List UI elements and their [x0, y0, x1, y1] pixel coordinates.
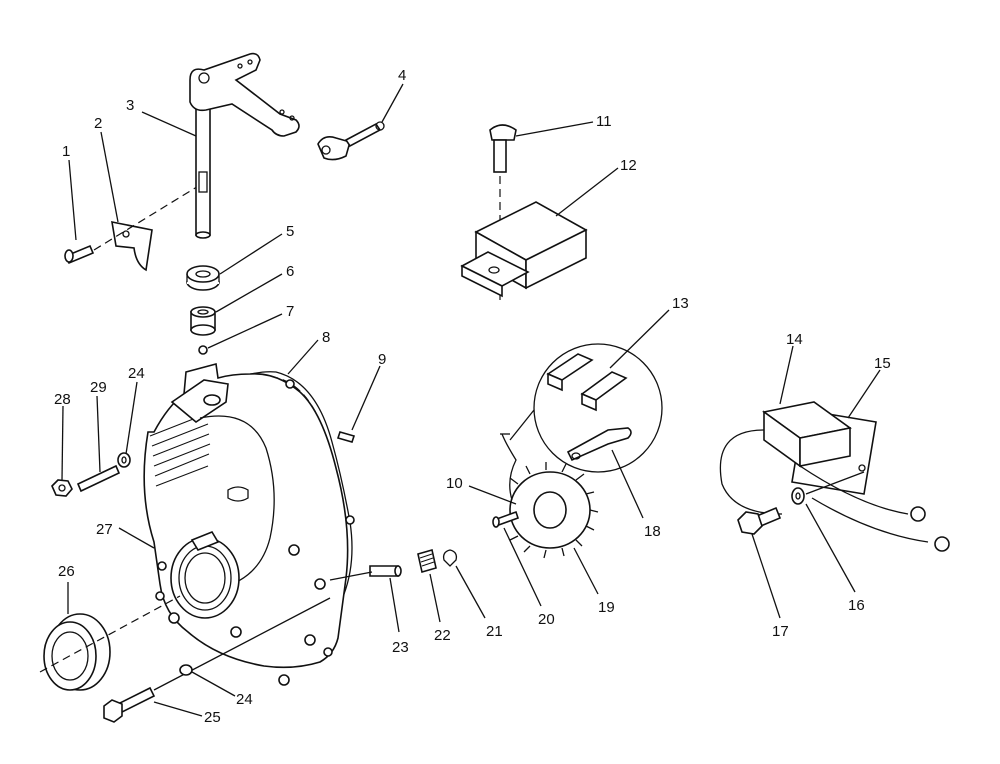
part-3-shaft-arm: [189, 52, 300, 239]
callout-labels: 1 2 3 4 5 6 7 8 9 10 11 12 13 14 15 16 1…: [54, 67, 891, 726]
part-20-screw: [492, 510, 520, 528]
callout-13: 13: [672, 295, 689, 312]
callout-12: 12: [620, 157, 637, 174]
callout-3: 3: [126, 97, 134, 114]
part-27-cover-housing: [143, 362, 355, 686]
callout-27: 27: [96, 521, 113, 538]
callout-25: 25: [204, 709, 221, 726]
callout-28: 28: [54, 391, 71, 408]
callout-2: 2: [94, 115, 102, 132]
part-11-bolt: [489, 124, 517, 300]
callout-1: 1: [62, 143, 70, 160]
part-4-link: [317, 121, 385, 161]
part-28-nut: [51, 479, 73, 497]
callout-20: 20: [538, 611, 555, 628]
detail-circle: [509, 343, 663, 473]
callout-15: 15: [874, 355, 891, 372]
part-26-seal: [39, 595, 181, 691]
callout-18: 18: [644, 523, 661, 540]
callout-19: 19: [598, 599, 615, 616]
callout-21: 21: [486, 623, 503, 640]
part-9-pin: [336, 431, 356, 443]
callout-10: 10: [446, 475, 463, 492]
part-21-clip: [442, 549, 458, 567]
callout-26: 26: [58, 563, 75, 580]
callout-8: 8: [322, 329, 330, 346]
part-29-stud: [76, 464, 121, 493]
part-1-screw: [64, 244, 95, 265]
callout-23: 23: [392, 639, 409, 656]
callout-22: 22: [434, 627, 451, 644]
callout-11: 11: [596, 113, 612, 130]
callout-17: 17: [772, 623, 789, 640]
part-19-stator: [500, 433, 599, 559]
part-24-washer-upper: [117, 452, 131, 468]
leader-lines: [61, 83, 881, 717]
part-23-dowel: [329, 565, 402, 581]
callout-7: 7: [286, 303, 294, 320]
part-2-bracket: [93, 184, 201, 272]
part-22-spring: [417, 548, 437, 574]
callout-5: 5: [286, 223, 294, 240]
callout-24-upper: 24: [128, 365, 145, 382]
part-12-ignition-module: [460, 201, 588, 298]
part-7-ball: [198, 345, 208, 355]
part-18-terminal: [566, 427, 632, 462]
callout-29: 29: [90, 379, 107, 396]
callout-6: 6: [286, 263, 294, 280]
part-17-bolt: [737, 506, 782, 535]
part-5-washer: [186, 265, 220, 291]
callout-4: 4: [398, 67, 406, 84]
part-6-bushing: [190, 306, 216, 336]
callout-24-lower: 24: [236, 691, 253, 708]
callout-9: 9: [378, 351, 386, 368]
callout-14: 14: [786, 331, 803, 348]
callout-16: 16: [848, 597, 865, 614]
part-16-washer: [791, 471, 865, 505]
part-14-rectifier: [719, 401, 950, 552]
part-24-washer-lower: [179, 664, 193, 676]
part-13-connectors: [546, 353, 628, 412]
